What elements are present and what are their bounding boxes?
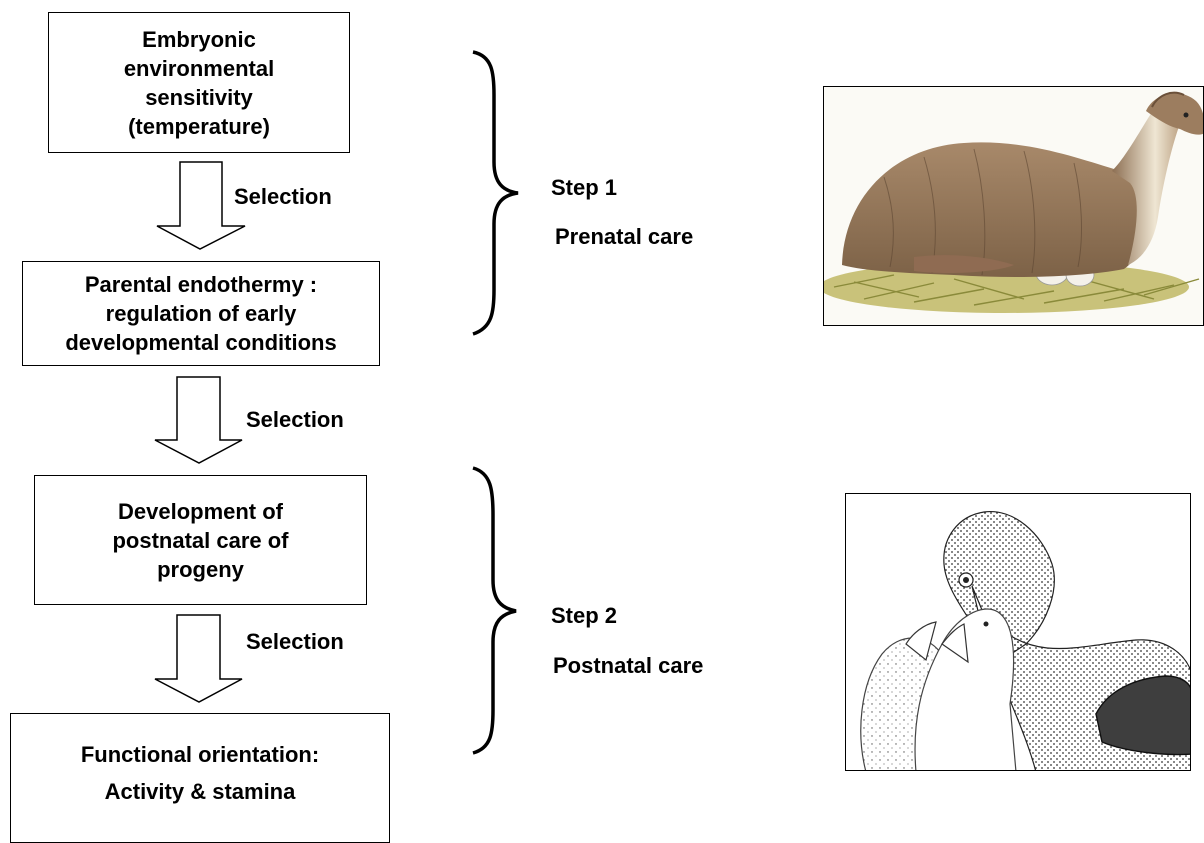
brace-step-1: [472, 50, 519, 336]
box-line: developmental conditions: [65, 330, 337, 355]
box-line: Activity & stamina: [104, 779, 296, 804]
box-line: regulation of early: [105, 301, 297, 326]
box-line: sensitivity: [145, 84, 253, 110]
down-arrow-3: [154, 614, 243, 703]
box-line: Development of: [117, 498, 284, 524]
selection-label: Selection: [246, 407, 344, 432]
box-line: progeny: [157, 556, 244, 582]
box-line: environmental: [123, 55, 275, 81]
down-arrow-2: [154, 376, 243, 464]
embryonic-sensitivity-box: Embryonic environmental sensitivity (tem…: [48, 12, 350, 153]
down-arrow-1: [156, 161, 246, 250]
brace-step-2: [472, 466, 517, 755]
postnatal-care-box: Development of postnatal care of progeny: [34, 475, 367, 605]
box-line: postnatal care of: [112, 527, 289, 553]
brooding-dinosaur-image: [823, 86, 1204, 326]
box-line: Functional orientation:: [80, 742, 320, 767]
box-line: Embryonic: [142, 26, 256, 52]
box-line: Parental endothermy :: [84, 272, 318, 297]
box-line: (temperature): [128, 113, 270, 139]
selection-label: Selection: [246, 629, 344, 654]
selection-label: Selection: [234, 184, 332, 209]
step-2-label: Step 2: [551, 603, 618, 628]
prenatal-care-label: Prenatal care: [555, 224, 694, 249]
parental-endothermy-box: Parental endothermy : regulation of earl…: [22, 261, 380, 366]
step-1-label: Step 1: [551, 175, 618, 200]
parent-feeding-chicks-image: [845, 493, 1191, 771]
postnatal-care-label: Postnatal care: [553, 653, 704, 678]
